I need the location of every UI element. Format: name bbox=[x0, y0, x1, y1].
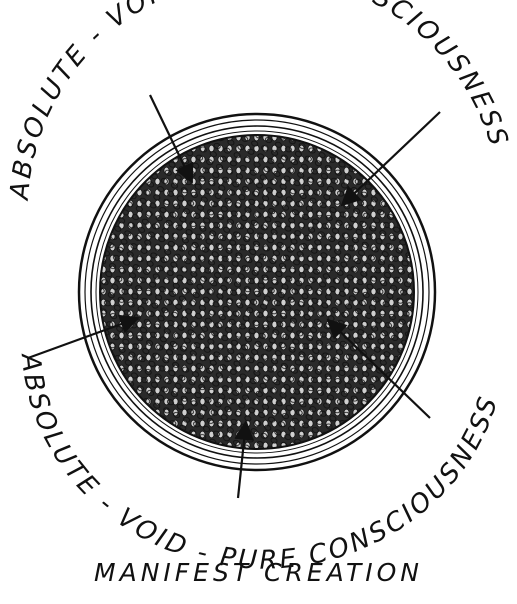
caption: MANIFEST CREATION bbox=[0, 558, 517, 587]
